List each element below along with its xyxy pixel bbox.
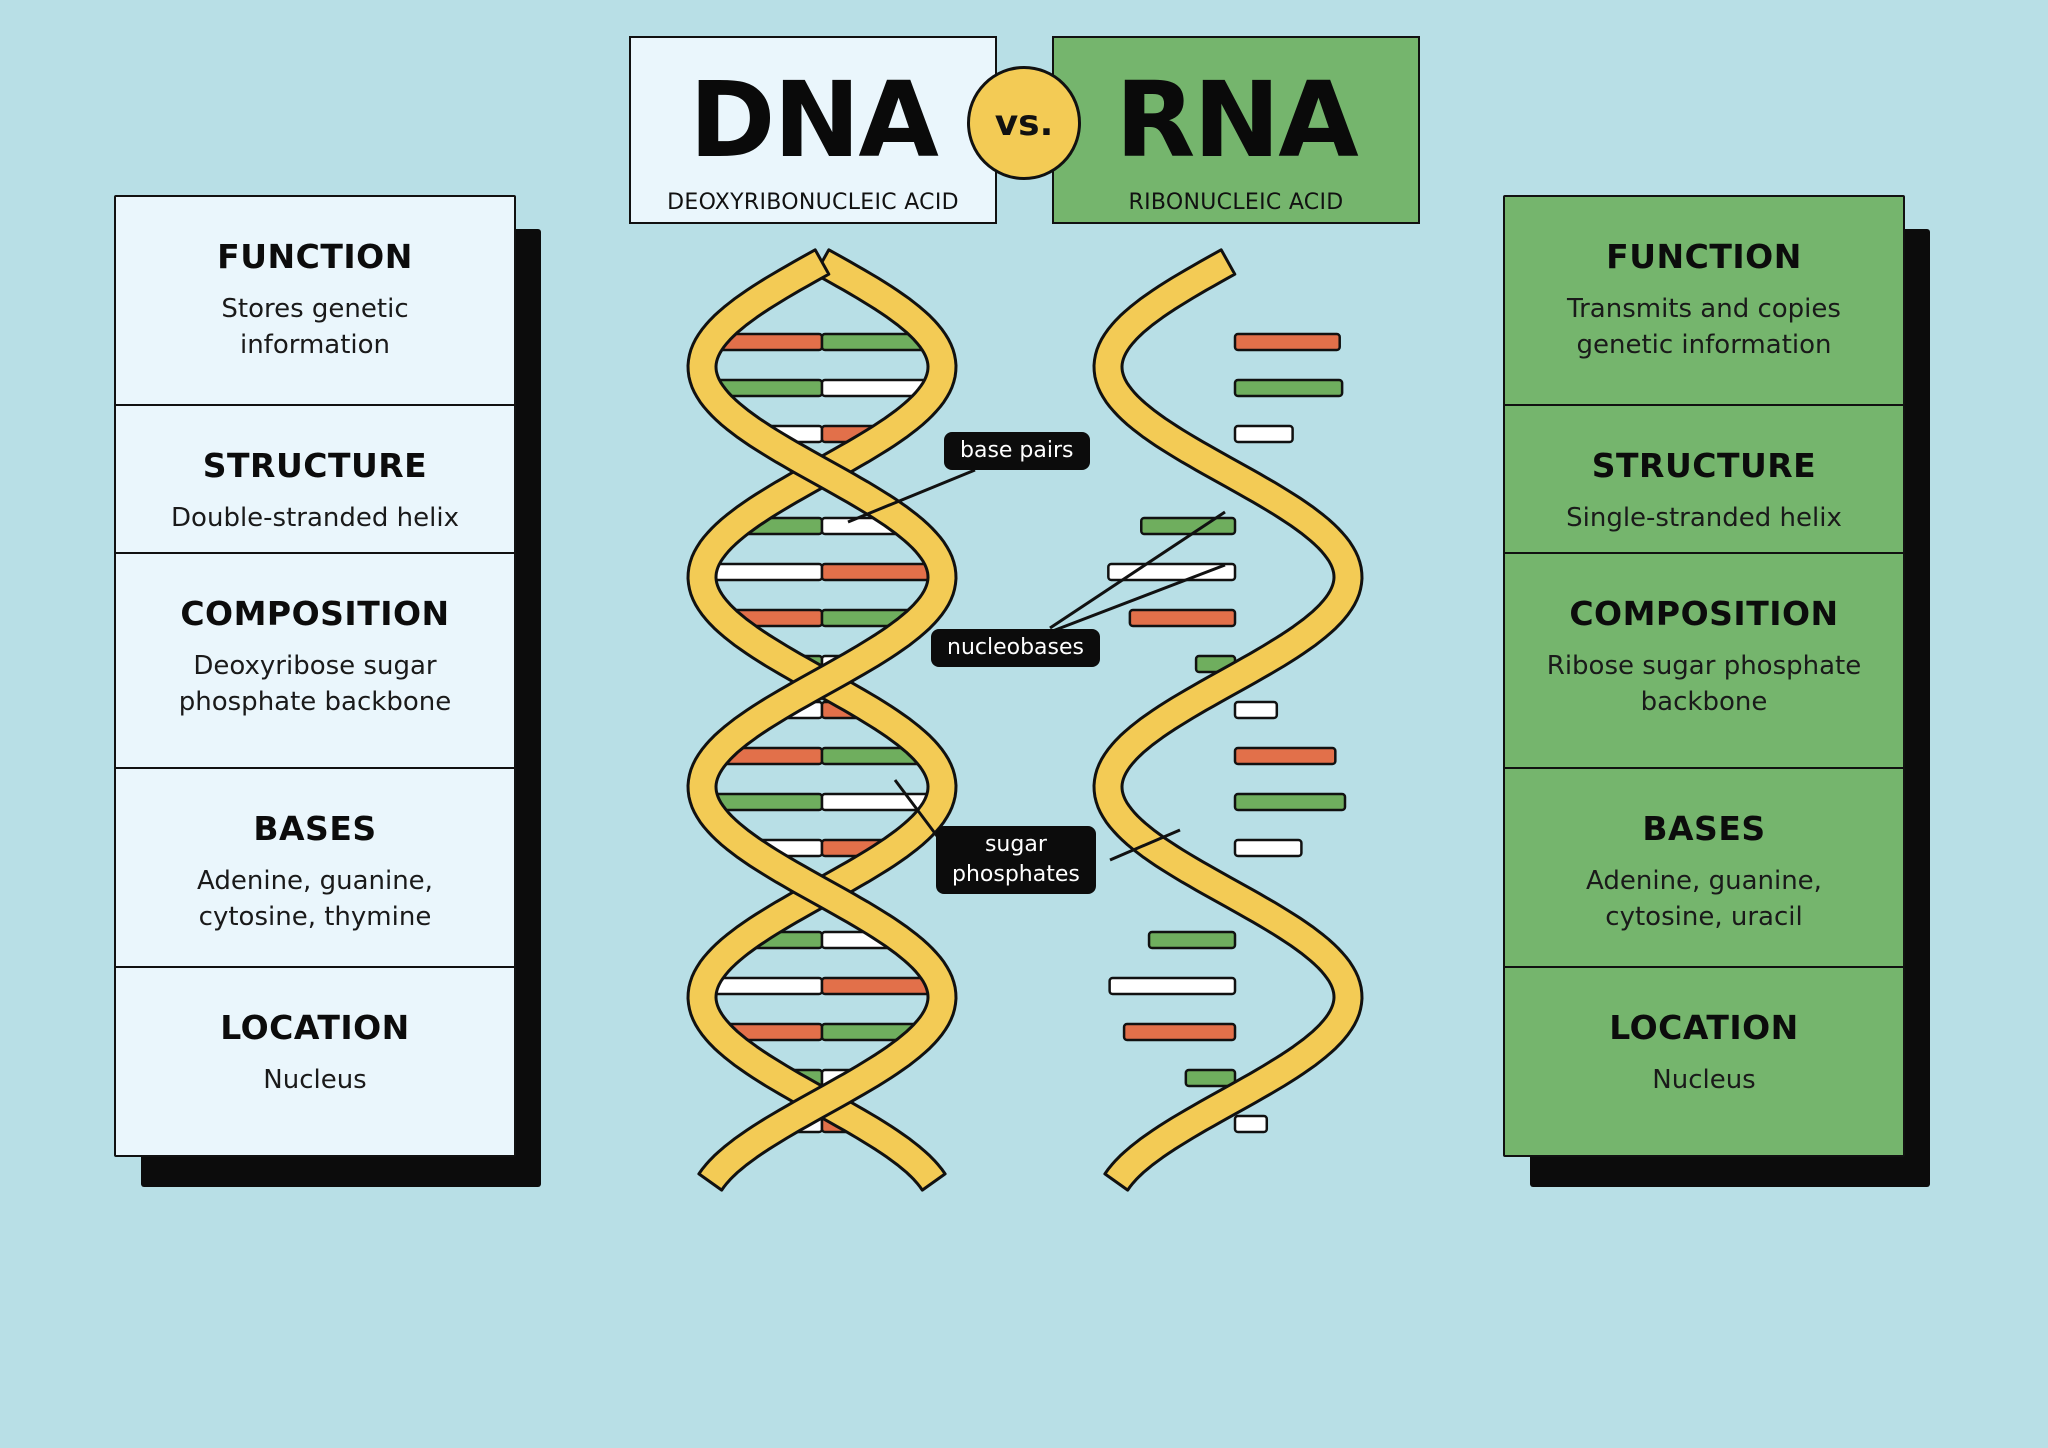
rna-nucleobase — [1233, 424, 1294, 444]
rna-nucleobase — [1233, 700, 1279, 720]
rna-nucleobase — [1233, 746, 1337, 766]
rna-function-cell: FUNCTION Transmits and copies genetic in… — [1505, 197, 1903, 406]
nucleobases-label: nucleobases — [931, 629, 1100, 667]
rna-panel-wrap: FUNCTION Transmits and copies genetic in… — [1503, 195, 1930, 1187]
dna-composition-cell: COMPOSITION Deoxyribose sugar phosphate … — [116, 554, 514, 769]
rna-subtitle: RIBONUCLEIC ACID — [1128, 190, 1344, 215]
rna-function-text: Transmits and copies genetic information — [1567, 294, 1841, 360]
sugar-phosphates-label: sugar phosphates — [936, 826, 1096, 894]
dna-base-right — [820, 562, 943, 582]
rna-location-text: Nucleus — [1652, 1065, 1756, 1095]
dna-bases-cell: BASES Adenine, guanine, cytosine, thymin… — [116, 769, 514, 968]
rna-title: RNA — [1115, 59, 1359, 181]
dna-structure-text: Double-stranded helix — [171, 503, 459, 533]
dna-location-heading: LOCATION — [220, 1008, 410, 1047]
rna-composition-cell: COMPOSITION Ribose sugar phosphate backb… — [1505, 554, 1903, 769]
base-pairs-label: base pairs — [944, 432, 1090, 470]
dna-title-box: DNA DEOXYRIBONUCLEIC ACID — [629, 36, 997, 224]
leader-line — [1109, 828, 1181, 862]
dna-location-text: Nucleus — [263, 1065, 367, 1095]
rna-bases-heading: BASES — [1642, 809, 1766, 848]
rna-structure-heading: STRUCTURE — [1591, 446, 1817, 485]
rna-structure-text: Single-stranded helix — [1566, 503, 1842, 533]
sugar-phosphates-line2: phosphates — [952, 862, 1080, 887]
dna-panel-wrap: FUNCTION Stores genetic information STRU… — [114, 195, 541, 1187]
vs-badge: vs. — [967, 66, 1081, 180]
rna-nucleobase — [1128, 608, 1237, 628]
rna-function-heading: FUNCTION — [1606, 237, 1802, 276]
dna-function-text: Stores genetic information — [221, 294, 409, 360]
rna-panel: FUNCTION Transmits and copies genetic in… — [1503, 195, 1905, 1157]
dna-double-helix — [686, 248, 958, 1192]
dna-subtitle: DEOXYRIBONUCLEIC ACID — [667, 190, 959, 215]
rna-nucleobase — [1122, 1022, 1237, 1042]
dna-bases-text: Adenine, guanine, cytosine, thymine — [197, 866, 433, 932]
rna-backbone-strand — [1092, 248, 1364, 1192]
dna-backbone-strand-2 — [686, 248, 958, 1192]
rna-nucleobase — [1140, 516, 1237, 536]
rna-single-helix — [1092, 248, 1364, 1192]
rna-composition-heading: COMPOSITION — [1569, 594, 1839, 633]
label-leader-lines — [847, 468, 1226, 862]
dna-location-cell: LOCATION Nucleus — [116, 968, 514, 1155]
dna-structure-cell: STRUCTURE Double-stranded helix — [116, 406, 514, 554]
leader-line — [847, 468, 976, 524]
leader-line — [893, 779, 942, 841]
dna-base-left — [701, 562, 824, 582]
leader-line — [1049, 510, 1226, 630]
rna-bases-cell: BASES Adenine, guanine, cytosine, uracil — [1505, 769, 1903, 968]
rna-nucleobase — [1184, 1068, 1237, 1088]
rna-location-heading: LOCATION — [1609, 1008, 1799, 1047]
rna-nucleobase — [1108, 976, 1237, 996]
dna-structure-heading: STRUCTURE — [202, 446, 428, 485]
dna-function-cell: FUNCTION Stores genetic information — [116, 197, 514, 406]
rna-nucleobase — [1233, 792, 1347, 812]
rna-location-cell: LOCATION Nucleus — [1505, 968, 1903, 1155]
rna-nucleobase — [1233, 1114, 1269, 1134]
rna-composition-text: Ribose sugar phosphate backbone — [1546, 651, 1862, 717]
dna-composition-text: Deoxyribose sugar phosphate backbone — [178, 651, 452, 717]
rna-bases-text: Adenine, guanine, cytosine, uracil — [1586, 866, 1822, 932]
rna-nucleobase — [1233, 378, 1344, 398]
rna-nucleobase — [1233, 332, 1341, 352]
dna-backbone-strand-1 — [686, 248, 958, 1192]
dna-title: DNA — [689, 59, 939, 181]
dna-bases-heading: BASES — [253, 809, 377, 848]
rna-nucleobase — [1233, 838, 1303, 858]
dna-panel: FUNCTION Stores genetic information STRU… — [114, 195, 516, 1157]
rna-structure-cell: STRUCTURE Single-stranded helix — [1505, 406, 1903, 554]
dna-composition-heading: COMPOSITION — [180, 594, 450, 633]
dna-function-heading: FUNCTION — [217, 237, 413, 276]
leader-line — [1049, 563, 1226, 634]
rna-nucleobase — [1147, 930, 1237, 950]
sugar-phosphates-line1: sugar — [984, 832, 1047, 857]
rna-title-box: RNA RIBONUCLEIC ACID — [1052, 36, 1420, 224]
